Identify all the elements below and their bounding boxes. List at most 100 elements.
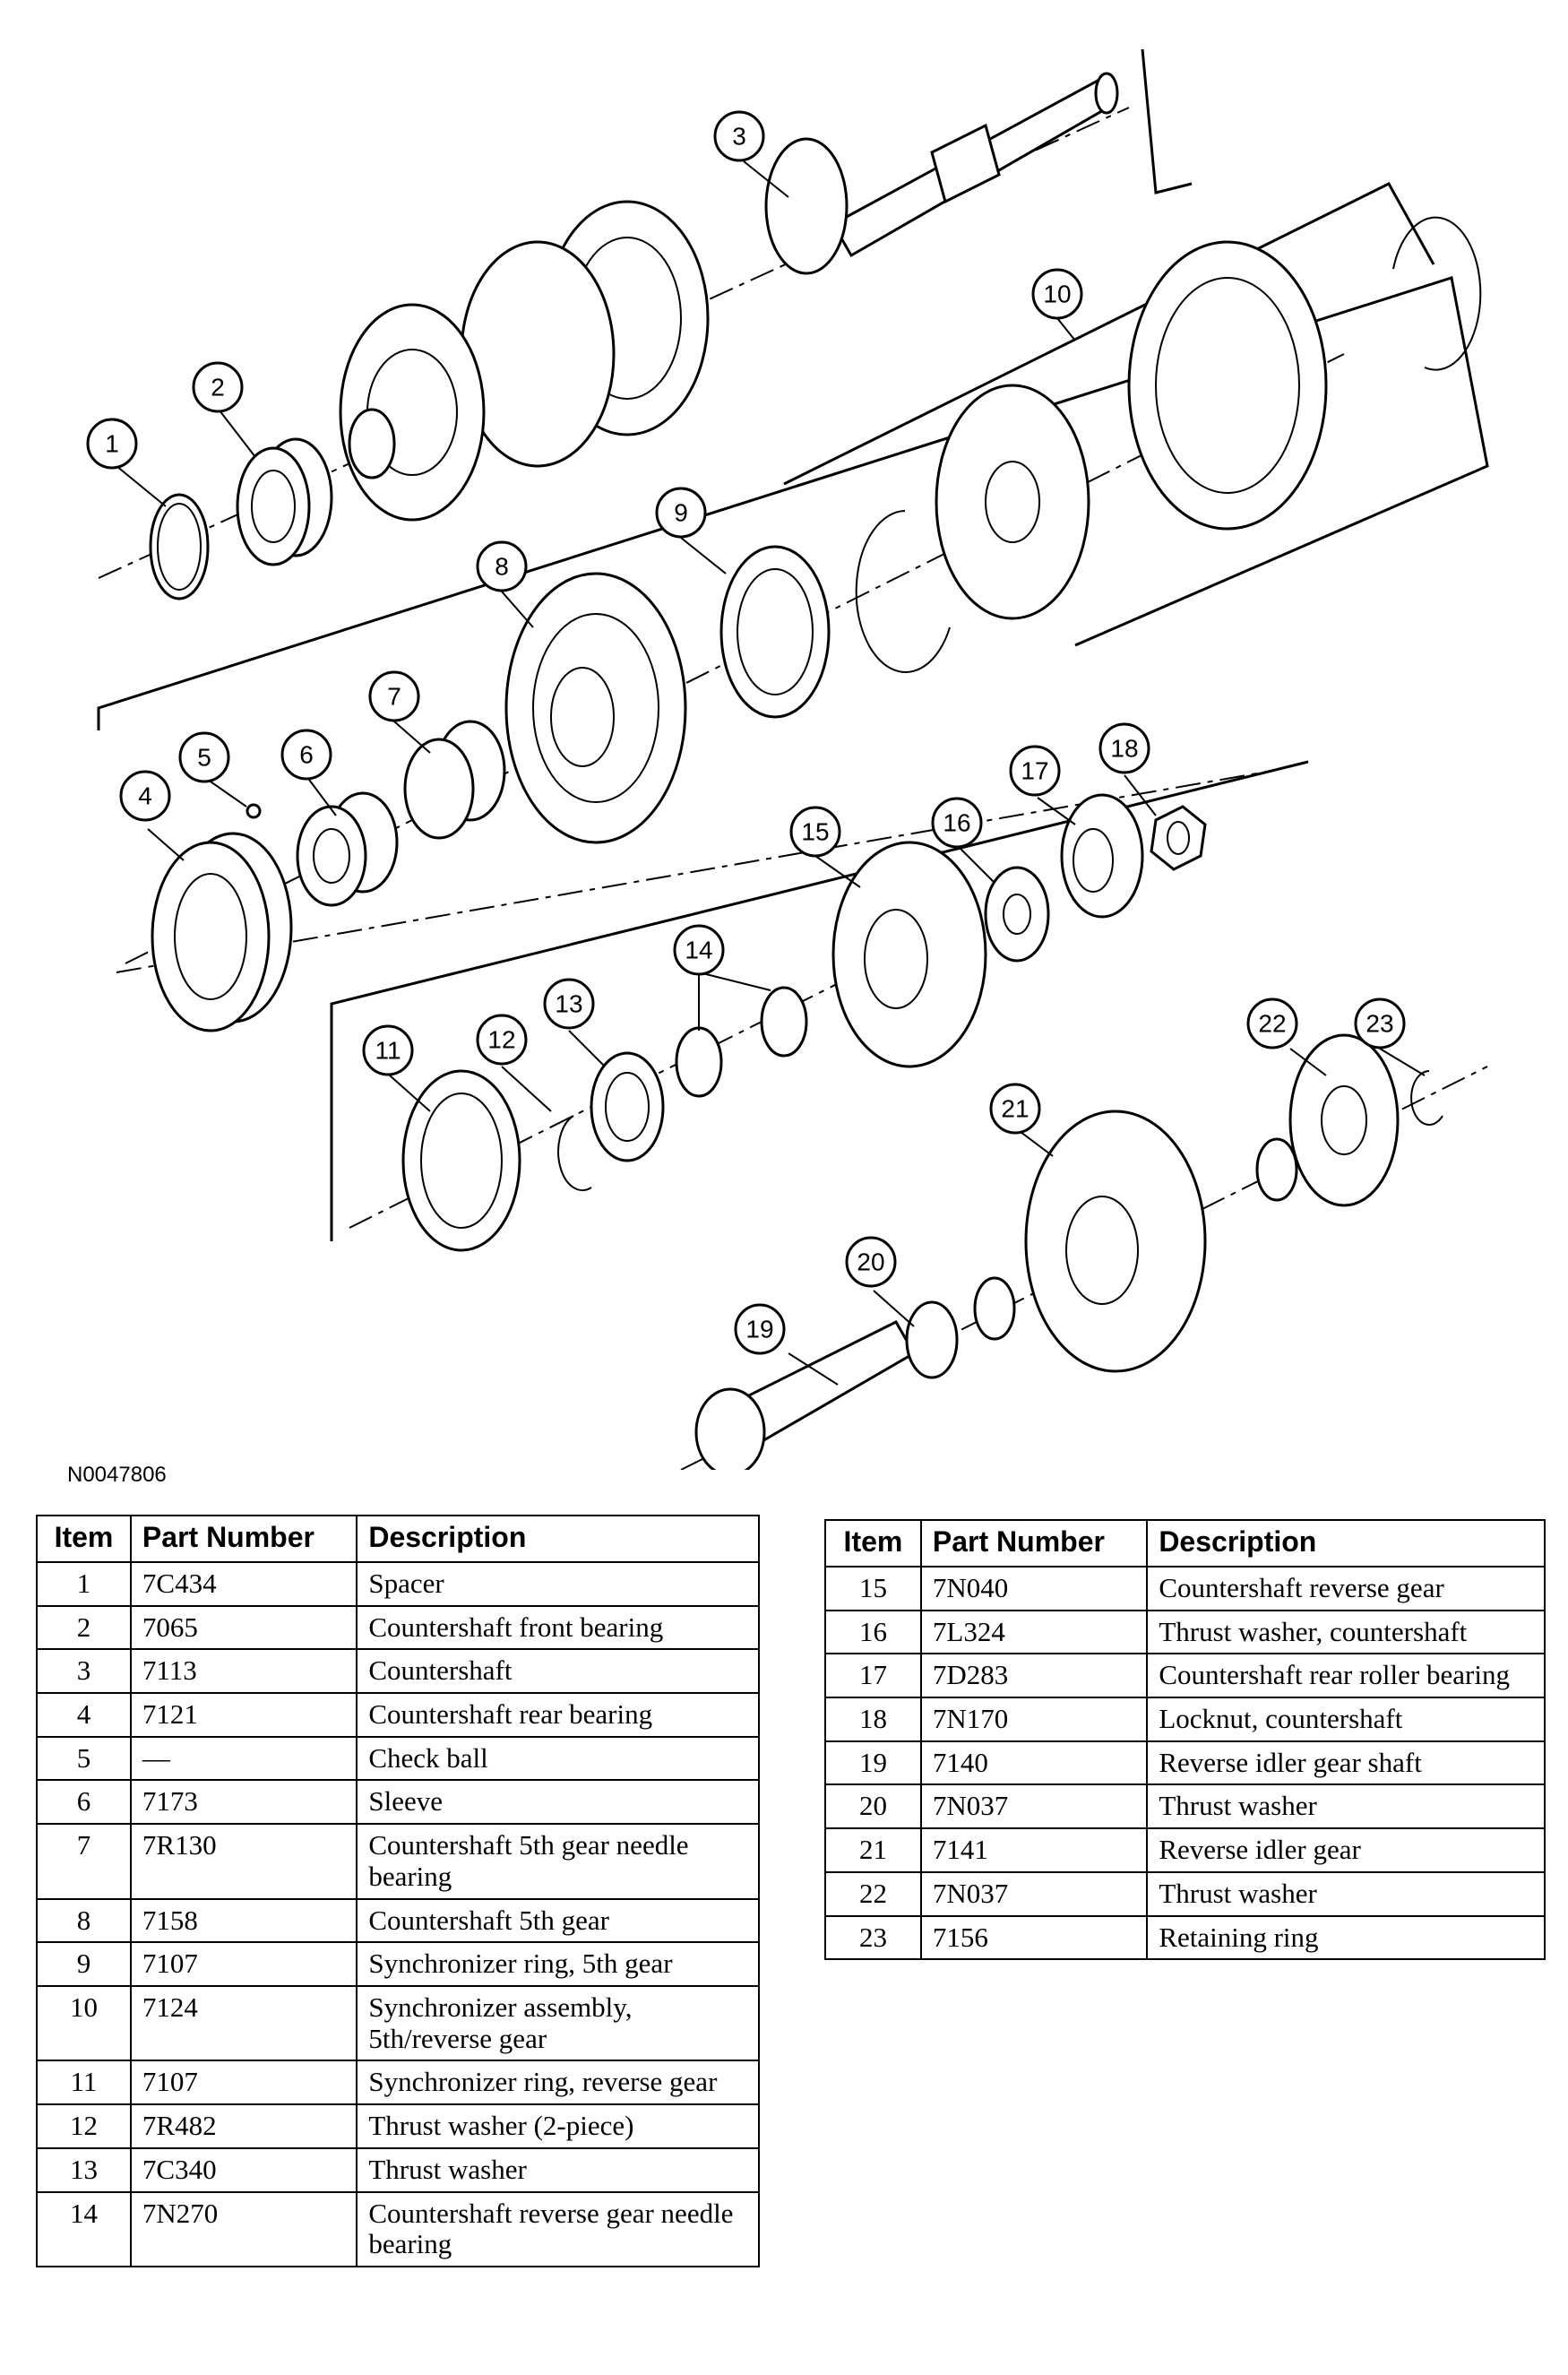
cell-item: 18: [824, 1696, 922, 1742]
svg-text:20: 20: [857, 1248, 884, 1276]
cell-part-number: 7113: [129, 1648, 358, 1694]
figure-id: N0047806: [67, 1463, 167, 1487]
synchronizer-ring-reverse: [401, 1069, 521, 1252]
idler-needle-bearings: [973, 1137, 1298, 1341]
callout-14: 14: [673, 924, 725, 976]
cell-item: 5: [36, 1735, 132, 1782]
svg-text:14: 14: [685, 937, 712, 964]
callout-4: 4: [119, 770, 171, 822]
cell-item: 19: [824, 1740, 922, 1786]
countershaft-rear-bearing: [151, 832, 293, 1032]
fifth-gear-needle-bearing: [403, 720, 506, 840]
cell-description: Thrust washer (2-piece): [356, 2103, 760, 2149]
cell-description: Countershaft 5th gear needle bearing: [356, 1823, 760, 1900]
svg-text:9: 9: [674, 499, 688, 527]
cell-part-number: 7R482: [129, 2103, 358, 2149]
header-part-number: Part Number: [129, 1515, 358, 1563]
svg-text:10: 10: [1043, 281, 1071, 308]
svg-text:19: 19: [745, 1316, 773, 1343]
svg-text:21: 21: [1001, 1095, 1029, 1123]
cell-part-number: 7L324: [919, 1609, 1149, 1655]
callout-22: 22: [1246, 998, 1298, 1049]
callout-8: 8: [476, 540, 528, 592]
cell-part-number: 7N170: [919, 1696, 1149, 1742]
cell-description: Spacer: [356, 1560, 760, 1607]
callout-5: 5: [178, 731, 230, 783]
svg-text:5: 5: [197, 744, 211, 772]
svg-text:13: 13: [555, 990, 582, 1018]
cell-part-number: 7173: [129, 1779, 358, 1826]
callout-7: 7: [368, 670, 420, 722]
cell-description: Countershaft 5th gear: [356, 1897, 760, 1944]
svg-text:8: 8: [495, 553, 509, 581]
svg-text:22: 22: [1258, 1010, 1286, 1038]
svg-text:6: 6: [299, 741, 314, 769]
countershaft: [339, 72, 1119, 522]
countershaft-rear-roller-bearing: [1060, 793, 1144, 919]
svg-text:1: 1: [105, 430, 119, 458]
reverse-gear-needle-bearings: [675, 986, 808, 1098]
group-frame-synchronizer: [783, 182, 1435, 486]
thrust-washer-two-piece: [557, 1115, 592, 1192]
thrust-washer-countershaft: [984, 866, 1050, 963]
callout-3: 3: [713, 110, 765, 162]
cell-description: Synchronizer ring, 5th gear: [356, 1941, 760, 1988]
check-ball: [246, 803, 262, 819]
cell-part-number: 7141: [919, 1827, 1149, 1873]
retaining-ring: [1410, 1070, 1443, 1126]
reverse-idler-gear-shaft: [694, 1320, 917, 1470]
cell-part-number: 7065: [129, 1604, 358, 1651]
group-frame-countershaft: [1141, 48, 1193, 194]
cell-description: Synchronizer ring, reverse gear: [356, 2060, 760, 2106]
cell-item: 17: [824, 1653, 922, 1698]
cell-item: 14: [36, 2190, 132, 2268]
spacer: [149, 493, 210, 600]
cell-item: 9: [36, 1941, 132, 1988]
svg-text:7: 7: [387, 683, 401, 711]
cell-description: Countershaft rear bearing: [356, 1691, 760, 1738]
cell-description: Thrust washer: [1146, 1783, 1546, 1830]
thrust-washer-20: [905, 1300, 959, 1379]
callout-11: 11: [362, 1024, 414, 1076]
sleeve: [296, 791, 399, 907]
cell-part-number: —: [129, 1735, 358, 1782]
callout-12: 12: [476, 1014, 528, 1066]
callout-15: 15: [789, 806, 841, 858]
cell-part-number: 7R130: [129, 1823, 358, 1900]
cell-item: 1: [36, 1560, 132, 1607]
table-header-row: Item Part Number Description: [824, 1519, 1546, 1568]
cell-item: 15: [824, 1565, 922, 1611]
callout-10: 10: [1031, 268, 1083, 320]
leader-lines: [116, 160, 1426, 1386]
header-item: Item: [36, 1515, 132, 1563]
cell-item: 22: [824, 1870, 922, 1917]
cell-part-number: 7107: [129, 1941, 358, 1988]
svg-text:11: 11: [375, 1037, 401, 1065]
cell-item: 21: [824, 1827, 922, 1873]
cell-description: Thrust washer: [1146, 1870, 1546, 1917]
cell-description: Countershaft rear roller bearing: [1146, 1653, 1546, 1698]
callout-18: 18: [1098, 722, 1150, 774]
svg-text:17: 17: [1021, 757, 1048, 785]
svg-text:3: 3: [732, 123, 746, 151]
cell-description: Thrust washer, countershaft: [1146, 1609, 1546, 1655]
synchronizer-assembly: [855, 216, 1482, 673]
callout-16: 16: [931, 797, 983, 849]
exploded-view-diagram: 1 2 3 4 5 6 7 8 9 10 11 12 13 14 15 16 1…: [86, 48, 1489, 1470]
cell-item: 4: [36, 1691, 132, 1738]
cell-part-number: 7C434: [129, 1560, 358, 1607]
cell-item: 12: [36, 2103, 132, 2149]
cell-part-number: 7140: [919, 1740, 1149, 1786]
